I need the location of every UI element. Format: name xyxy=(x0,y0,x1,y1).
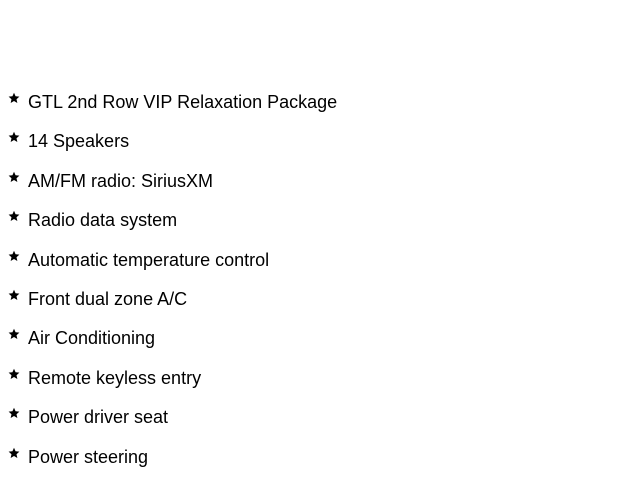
star-icon xyxy=(8,250,20,262)
list-item: Automatic temperature control xyxy=(8,247,337,273)
feature-label: Power driver seat xyxy=(28,407,169,428)
star-icon xyxy=(8,289,20,301)
star-icon xyxy=(8,328,20,340)
feature-label: 14 Speakers xyxy=(28,131,130,152)
star-icon xyxy=(8,368,20,380)
star-icon xyxy=(8,407,20,419)
star-icon xyxy=(8,131,20,143)
feature-label: Power steering xyxy=(28,446,149,467)
list-item: AM/FM radio: SiriusXM xyxy=(8,168,337,194)
feature-label: AM/FM radio: SiriusXM xyxy=(28,170,214,191)
feature-label: GTL 2nd Row VIP Relaxation Package xyxy=(28,92,338,112)
list-item: GTL 2nd Row VIP Relaxation Package xyxy=(8,89,337,115)
list-item: Power driver seat xyxy=(8,404,337,430)
feature-label: Air Conditioning xyxy=(28,328,156,349)
list-item: Air Conditioning xyxy=(8,325,337,351)
list-item: 14 Speakers xyxy=(8,128,337,154)
star-icon xyxy=(8,92,20,104)
feature-label: Front dual zone A/C xyxy=(28,288,188,309)
feature-label: Remote keyless entry xyxy=(28,367,202,388)
star-icon xyxy=(8,171,20,183)
star-icon xyxy=(8,447,20,459)
list-item: Front dual zone A/C xyxy=(8,286,337,312)
list-item: Power steering xyxy=(8,444,337,470)
feature-label: Automatic temperature control xyxy=(28,249,270,270)
feature-list: GTL 2nd Row VIP Relaxation Package 14 Sp… xyxy=(8,89,337,483)
list-item: Remote keyless entry xyxy=(8,365,337,391)
star-icon xyxy=(8,210,20,222)
feature-label: Radio data system xyxy=(28,210,178,231)
list-item: Radio data system xyxy=(8,207,337,233)
